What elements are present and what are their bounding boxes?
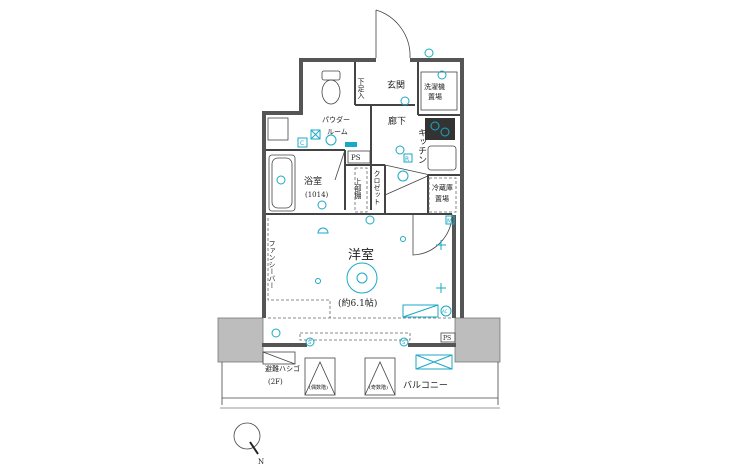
label-closet: クロゼット (373, 170, 381, 205)
equipment-markers: C R M AC S S (297, 137, 455, 346)
label-powder-1: パウダー (322, 115, 350, 124)
vent (345, 142, 357, 147)
powder-door (334, 149, 346, 181)
fridge-area (428, 177, 457, 213)
outer-walls (262, 58, 464, 347)
washbasin (267, 117, 289, 141)
label-shoe-storage: 下足入 (357, 78, 365, 99)
label-even-floor: (偶数階) (309, 384, 328, 391)
closet-door (384, 164, 432, 196)
label-escape-floor: (2F) (268, 378, 283, 386)
label-bath: 浴室 (304, 175, 322, 187)
label-washer-2: 置場 (428, 92, 442, 101)
label-fancy-bar: ファンシーバー (268, 240, 276, 289)
upper-shelf (354, 167, 368, 213)
room-door (412, 213, 453, 256)
label-entrance: 玄関 (387, 79, 405, 91)
label-kitchen: キッチン (416, 128, 427, 164)
label-upper-shelf: 上部棚 (354, 177, 362, 200)
kitchen-sink (427, 145, 457, 171)
stove (425, 118, 455, 140)
label-escape-ladder: 避難ハシゴ (265, 364, 300, 373)
interior-walls (266, 62, 460, 215)
toilet (321, 70, 341, 105)
svg-text:S: S (402, 340, 405, 346)
label-bath-size: (1014) (305, 191, 329, 199)
svg-text:N: N (258, 458, 264, 466)
entry-door (375, 9, 411, 59)
label-western-room: 洋室 (348, 247, 374, 263)
fancy-bar-line (267, 218, 331, 318)
equipment-symbols (271, 48, 453, 370)
svg-text:AC: AC (442, 309, 448, 314)
label-balcony: バルコニー (403, 380, 448, 391)
label-odd-floor: (奇数階) (369, 384, 388, 391)
label-western-size: (約6.1帖) (338, 297, 377, 309)
wall-block-right (454, 317, 501, 363)
svg-text:R: R (405, 156, 409, 163)
svg-text:M: M (447, 218, 452, 225)
wall-block-left (217, 317, 264, 363)
window-sill (299, 332, 411, 341)
bathtub (268, 154, 296, 212)
svg-text:S: S (308, 340, 311, 346)
compass-north-icon: N (233, 422, 264, 466)
label-hallway: 廊下 (388, 115, 406, 127)
label-ps-top: PS (351, 154, 361, 162)
label-fridge-1: 冷蔵庫 (432, 183, 453, 192)
label-fridge-2: 置場 (435, 194, 449, 203)
label-ps-bottom: PS (443, 335, 451, 342)
balcony (220, 351, 500, 409)
svg-text:C: C (300, 140, 304, 147)
ps-box-top (347, 150, 371, 164)
label-washer-1: 洗濯機 (424, 82, 445, 91)
room-labels: 玄関 下足入 洗濯機 置場 廊下 キッチン パウダー ルーム 浴室 (1014)… (265, 78, 456, 391)
label-powder-2: ルーム (327, 128, 348, 136)
